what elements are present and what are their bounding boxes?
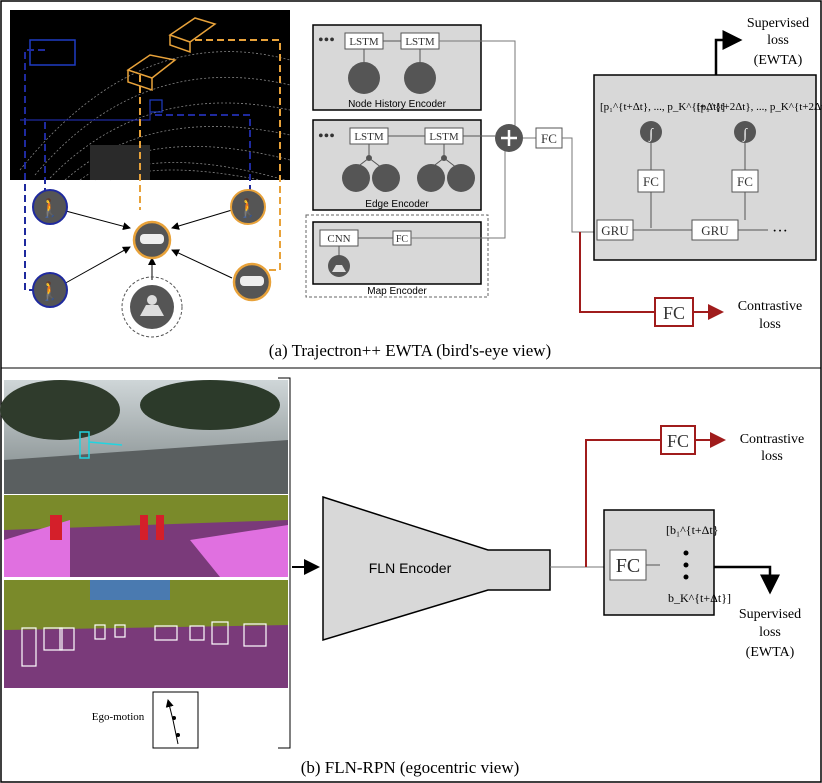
svg-text:•••: ••• <box>318 128 335 145</box>
track-lines <box>20 39 281 291</box>
contrastive-loss-bottom: FC Contrastive loss <box>585 425 805 567</box>
bbox-last: b_K^{t+Δt}] <box>668 591 731 605</box>
loss-text: Contrastive <box>738 299 803 314</box>
lstm-label: LSTM <box>349 36 379 48</box>
map-node-ring <box>121 276 183 338</box>
decoder-fc-label: FC <box>643 174 659 189</box>
lstm-label: LSTM <box>354 131 384 143</box>
car-icon <box>140 234 164 244</box>
svg-text:•••: ••• <box>318 32 335 49</box>
loss-text: (EWTA) <box>746 645 795 660</box>
map-encoder: CNN FC Map Encoder <box>305 214 490 298</box>
loss-text: loss <box>759 625 781 640</box>
map-fc-label: FC <box>396 234 409 245</box>
gru-label: GRU <box>701 223 729 238</box>
loss-text: Supervised <box>739 607 801 622</box>
bbox-image <box>4 580 288 688</box>
decoder-fc-label: FC <box>737 174 753 189</box>
contrastive-loss-top: FC Contrastive loss <box>579 232 803 332</box>
lstm-label: LSTM <box>405 36 435 48</box>
input-bracket <box>278 377 291 749</box>
pedestrian-node-1 <box>32 189 68 225</box>
fln-encoder-label: FLN Encoder <box>369 560 452 576</box>
pedestrian-icon: 🚶 <box>39 280 61 301</box>
loss-text: Contrastive <box>740 432 805 447</box>
car-icon <box>240 276 264 286</box>
lidar-bev-image <box>10 10 291 181</box>
loss-text: (EWTA) <box>754 53 803 68</box>
loss-text: Supervised <box>747 16 809 31</box>
fc-after-sum-label: FC <box>541 131 557 146</box>
loss-text: loss <box>761 449 783 464</box>
prediction-t2: [p₁^{t+2Δt}, ..., p_K^{t+2Δt}]··· <box>697 101 822 113</box>
pedestrian-icon: 🚶 <box>237 197 259 218</box>
decoder-fc-label: FC <box>616 555 640 577</box>
decoder-block: [p₁^{t+Δt}, ..., p_K^{t+Δt}] [p₁^{t+2Δt}… <box>593 74 822 261</box>
edge-encoder-title: Edge Encoder <box>365 199 429 210</box>
camera-image <box>0 380 288 494</box>
pedestrian-icon: 🚶 <box>39 197 61 218</box>
caption-a: (a) Trajectron++ EWTA (bird's-eye view) <box>269 341 551 360</box>
gru-label: GRU <box>601 223 629 238</box>
ellipsis: ··· <box>772 223 788 240</box>
contrastive-fc-label: FC <box>663 303 685 323</box>
caption-b: (b) FLN-RPN (egocentric view) <box>301 758 520 777</box>
node-history-title: Node History Encoder <box>348 99 446 110</box>
ego-motion-label: Ego-motion <box>92 711 145 723</box>
integral-icon: ∫ <box>742 127 748 142</box>
prediction-t1: [p₁^{t+Δt}, ..., p_K^{t+Δt}] <box>600 101 725 113</box>
pedestrian-node-2 <box>32 272 68 308</box>
supervised-loss-top: Supervised loss (EWTA) <box>714 16 809 75</box>
fln-encoder: FLN Encoder <box>322 495 551 642</box>
bbox-decoder: FC [b₁^{t+Δt} b_K^{t+Δt}] <box>603 509 731 616</box>
integral-icon: ∫ <box>648 127 654 142</box>
supervised-loss-bottom: Supervised loss (EWTA) <box>714 565 801 660</box>
segmentation-image <box>4 495 288 577</box>
fusion: FC <box>481 40 597 239</box>
map-encoder-title: Map Encoder <box>367 286 427 297</box>
edge-encoder: ••• LSTM LSTM Edge Encoder <box>312 119 495 211</box>
lstm-label: LSTM <box>429 131 459 143</box>
bbox-first: [b₁^{t+Δt} <box>666 523 718 537</box>
cnn-label: CNN <box>327 233 350 245</box>
map-icon <box>140 305 164 316</box>
loss-text: loss <box>767 33 789 48</box>
node-history-encoder: ••• LSTM LSTM Node History Encoder <box>312 24 515 111</box>
agent-graph: 🚶 🚶 🚶 <box>32 189 272 338</box>
ego-motion-plot <box>152 691 199 749</box>
contrastive-fc-label: FC <box>667 431 689 451</box>
pedestrian-node-3 <box>230 189 266 225</box>
loss-text: loss <box>759 317 781 332</box>
